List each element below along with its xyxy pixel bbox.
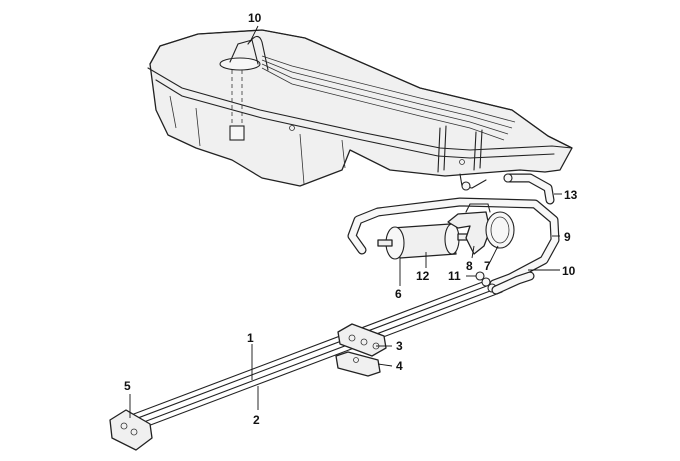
callout-8: 8 [466,259,473,273]
callout-3: 3 [396,339,403,353]
callout-4: 4 [396,359,403,373]
fuel-lines [117,279,503,433]
filter-clamp [447,203,491,255]
fuel-tank [147,29,573,187]
fuel-filter [377,223,471,260]
callout-1: 1 [247,331,254,345]
callout-6: 6 [395,287,402,301]
connection-hose-10 [491,271,535,295]
hoses [347,173,560,289]
callout-labels: 10 1 2 3 4 5 6 12 11 8 7 13 9 10 [124,11,578,427]
callout-11: 11 [448,269,461,283]
callout-12: 12 [416,269,430,283]
callout-10-lower: 10 [562,264,576,278]
callout-2: 2 [253,413,260,427]
fuel-sender-unit [219,35,269,141]
bracket-4 [335,351,381,377]
callout-13: 13 [564,188,578,202]
line-clip-3 [337,323,387,357]
callout-7: 7 [484,259,491,273]
callout-5: 5 [124,379,131,393]
line-clip-5 [109,409,153,451]
tank-fittings [459,173,513,191]
callout-10-top: 10 [248,11,262,25]
callout-9: 9 [564,230,571,244]
ring-clamp [485,211,515,249]
leader-lines [129,25,562,418]
